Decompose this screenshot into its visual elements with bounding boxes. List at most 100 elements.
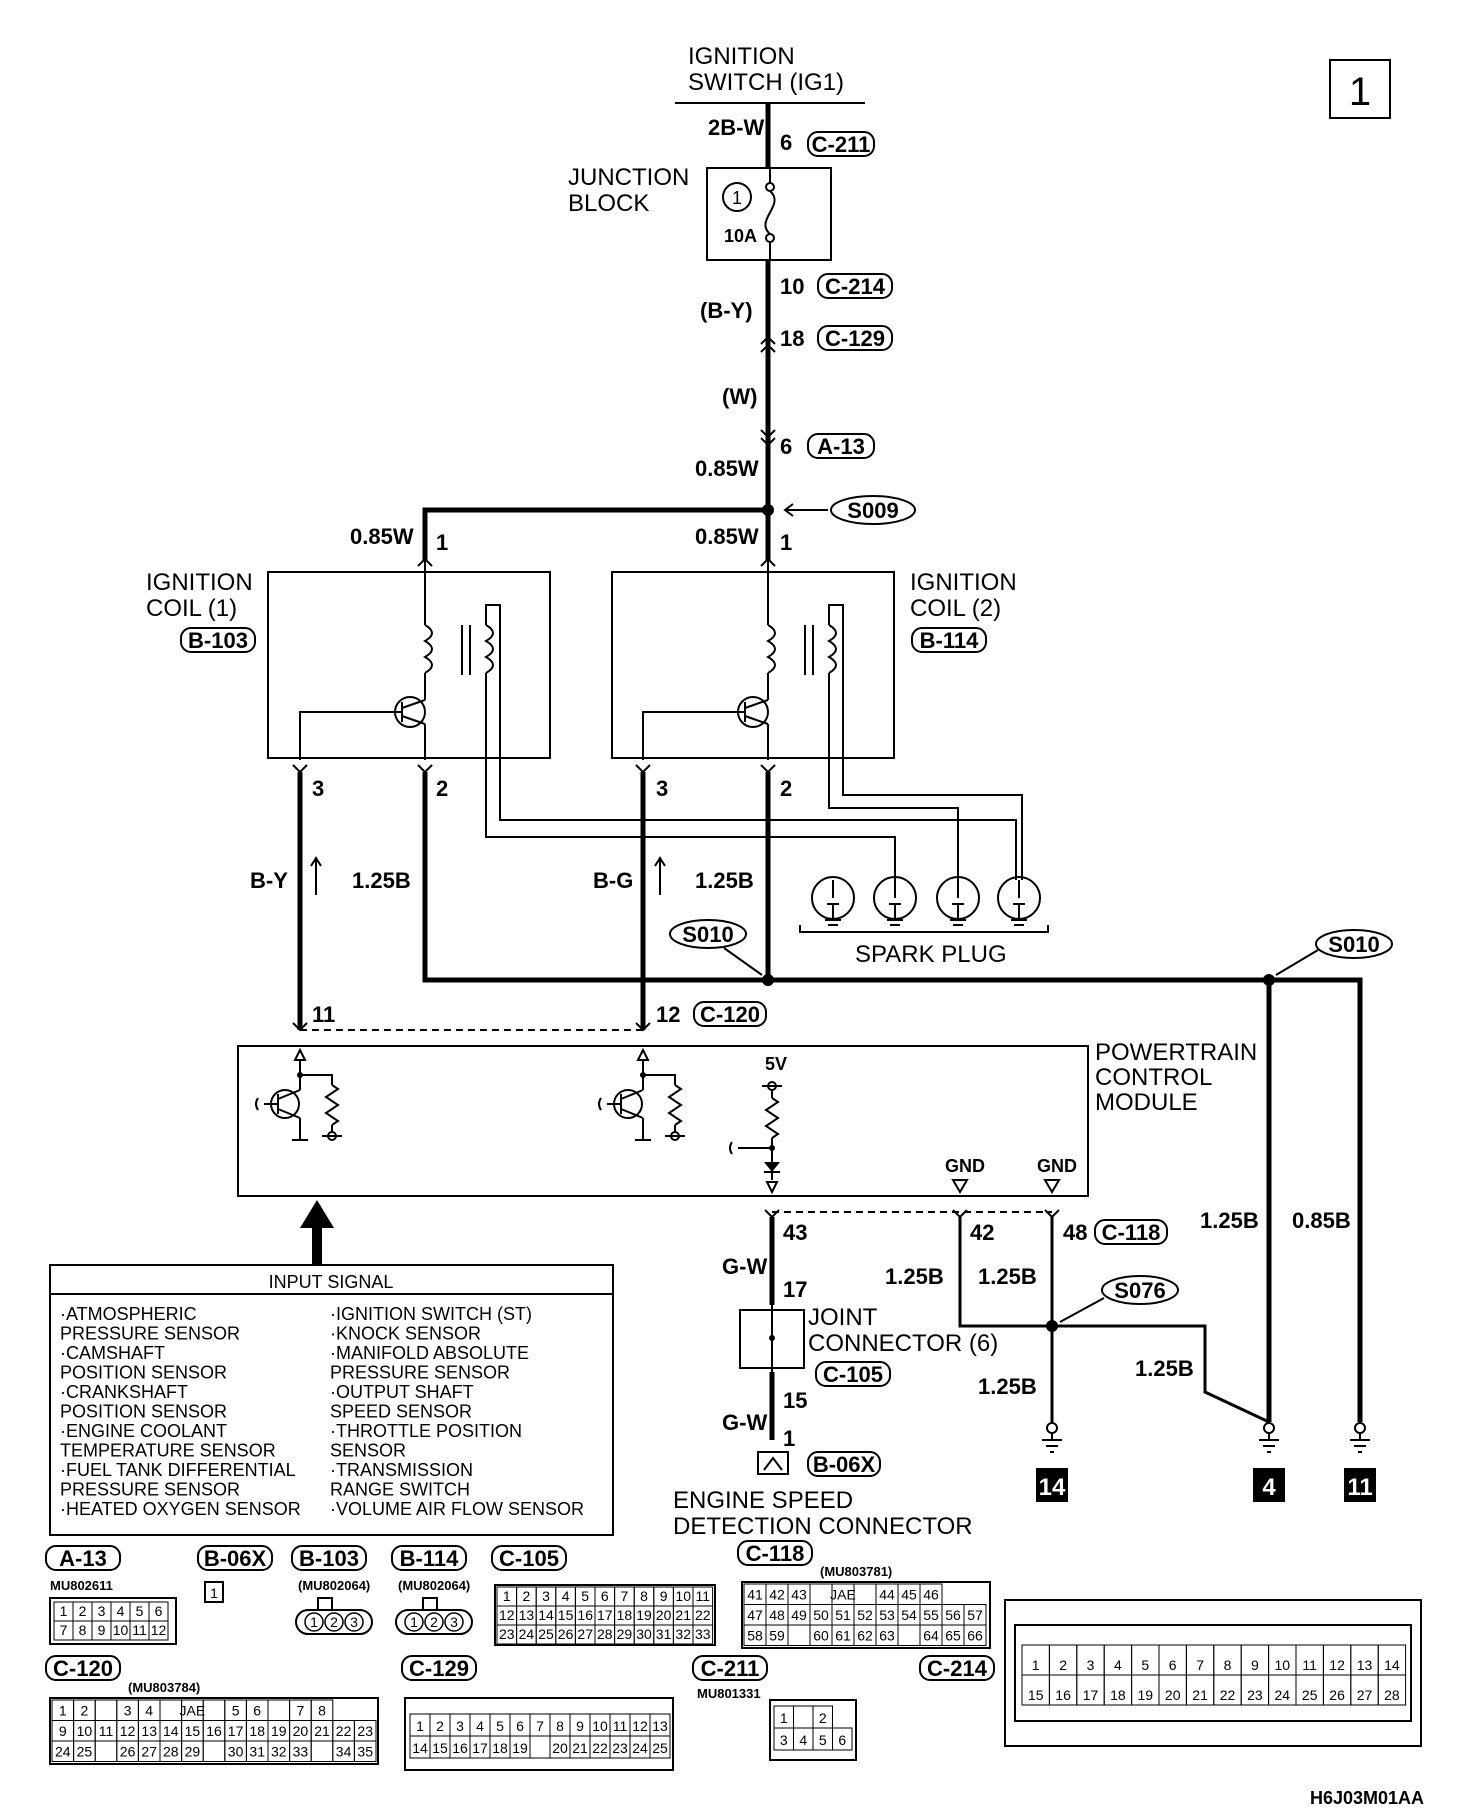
fuse-terminal-bottom (765, 233, 775, 243)
splice-s009: S009 (847, 498, 898, 523)
splice-s010-left: S010 (682, 922, 733, 947)
ground-11-badge (1344, 1468, 1376, 1502)
connector-cell (793, 1705, 814, 1729)
spark-plug-bracket (799, 925, 1049, 933)
connector-pin: 8 (640, 1588, 648, 1604)
connector-pin: 13 (1357, 1657, 1373, 1673)
input-signal-item: ·MANIFOLD ABSOLUTE (330, 1343, 529, 1363)
conn-c214-badge (817, 273, 893, 299)
connector-pin: 4 (117, 1603, 125, 1619)
wire-label-085b: 0.85B (1292, 1208, 1351, 1233)
pin-6-a13: 6 (780, 434, 792, 459)
connector-pin: 3 (450, 1614, 458, 1630)
connector-pin: 21 (572, 1740, 588, 1756)
connector-pin: 4 (476, 1718, 484, 1734)
coil1-transistor-emitter (401, 715, 426, 725)
connector-pin: 18 (249, 1723, 265, 1739)
connector-pin: 2 (436, 1718, 444, 1734)
connector-pin: 53 (879, 1607, 895, 1623)
connector-pin: 9 (1251, 1657, 1259, 1673)
input-signal-item: SENSOR (330, 1441, 406, 1461)
ground-11: 11 (1347, 1474, 1372, 1501)
input-signal-item: ·THROTTLE POSITION (330, 1421, 522, 1441)
pin-18-c129: 18 (780, 326, 804, 351)
input-signal-item: ·ENGINE COOLANT (60, 1421, 227, 1441)
connector-cell (529, 1735, 551, 1759)
connector-pin: 11 (613, 1718, 628, 1734)
connector-pin: 1 (780, 1710, 788, 1726)
connector-pin: 2 (1059, 1657, 1067, 1673)
connector-mark-c129-b (760, 343, 776, 353)
connector-cell (649, 1735, 671, 1759)
ignition-switch-label-2: SWITCH (IG1) (688, 69, 844, 96)
spark-plug-icon (936, 876, 980, 926)
connector-pin: 25 (652, 1740, 668, 1756)
coil1-label-2: COIL (1) (146, 595, 237, 622)
pin-48-pcm: 48 (1063, 1220, 1087, 1245)
connector-pin: 6 (155, 1603, 163, 1619)
connector-pin: 7 (536, 1718, 544, 1734)
input-signal-arrow-icon (300, 1200, 334, 1265)
splice-s010-dot (762, 974, 774, 986)
coil1-pin3-cap (292, 764, 308, 774)
input-signal-item: ·HEATED OXYGEN SENSOR (60, 1499, 301, 1519)
connector-pin: 46 (923, 1587, 939, 1603)
connector-pin: 19 (636, 1607, 652, 1623)
input-signal-item: PRESSURE SENSOR (330, 1363, 510, 1383)
coil2-secondary-lead-b (828, 673, 959, 880)
connector-pin: 42 (769, 1587, 785, 1603)
connector-pin: 3 (1087, 1657, 1095, 1673)
input-signal-item: TEMPERATURE SENSOR (60, 1441, 276, 1461)
b06x-connector-box (757, 1451, 789, 1475)
connector-pin: 5 (232, 1703, 240, 1719)
wire-label-125b-ground14: 1.25B (978, 1374, 1037, 1399)
conn-c118: C-118 (1102, 1220, 1161, 1245)
cv-c120-body (49, 1697, 379, 1765)
connector-cell (1377, 1674, 1407, 1706)
cv-c129-label: C-129 (409, 1656, 469, 1681)
connector-pin: JAE (180, 1703, 206, 1719)
cv-c118-label: C-118 (746, 1541, 805, 1566)
wire-125b-pin42 (958, 1217, 1052, 1328)
coil1-pin1-cap (417, 557, 433, 567)
wire-label-125b-coil1: 1.25B (352, 868, 411, 893)
connector-pin: 12 (499, 1607, 515, 1623)
fuse-terminal-top (765, 182, 775, 192)
pin-2-coil2: 2 (780, 776, 792, 801)
connector-pin: 22 (695, 1607, 711, 1623)
connector-pin: 63 (879, 1628, 895, 1644)
connector-pin: 5 (496, 1718, 504, 1734)
connector-pin: 32 (675, 1626, 691, 1642)
connector-pin: 15 (185, 1723, 201, 1739)
conn-c105: C-105 (823, 1362, 883, 1387)
cv-b103-key (317, 1597, 333, 1611)
pcm-label-2: CONTROL (1095, 1064, 1212, 1091)
wire-label-085w-main: 0.85W (695, 456, 759, 481)
coil1-base-lead (299, 711, 402, 760)
input-signal-item: ·TRANSMISSION (330, 1460, 473, 1480)
wire-label-2b-w: 2B-W (708, 115, 764, 140)
conn-c129-badge (817, 325, 893, 351)
cv-b06x-label: B-06X (204, 1546, 267, 1571)
ground-4: 4 (1262, 1474, 1276, 1501)
connector-pin: 19 (1138, 1687, 1154, 1703)
connector-pin: 23 (499, 1626, 515, 1642)
cv-c105-label: C-105 (499, 1546, 559, 1571)
ignition-switch-label-1: IGNITION (688, 43, 795, 70)
connector-cell (344, 1612, 364, 1632)
input-signal-item: ·CRANKSHAFT (60, 1382, 188, 1402)
connector-pin: 18 (492, 1740, 508, 1756)
conn-b06x: B-06X (813, 1452, 876, 1477)
wire-label-125b-pin42: 1.25B (885, 1264, 944, 1289)
pcm-driver1-transistor-collector (277, 1089, 301, 1100)
connector-pin: 2 (79, 1603, 87, 1619)
cv-b114-badge (391, 1545, 467, 1571)
connector-pin: 7 (1196, 1657, 1204, 1673)
connector-pin: 30 (228, 1744, 244, 1760)
input-signal-item: ·KNOCK SENSOR (330, 1324, 481, 1344)
connector-pin: 14 (412, 1740, 428, 1756)
conn-b06x-badge (807, 1451, 881, 1477)
cv-b103-part: (MU802064) (298, 1578, 370, 1593)
pin-6-c211: 6 (780, 130, 792, 155)
